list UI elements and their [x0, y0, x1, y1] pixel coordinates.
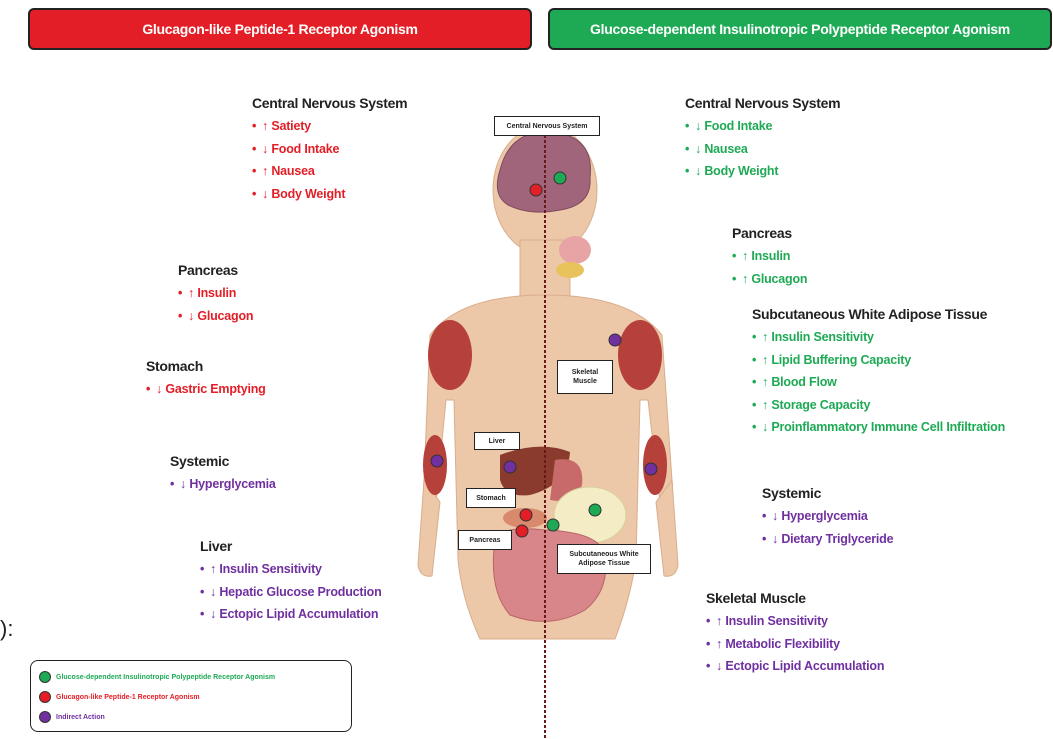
right-pancreas-group: Pancreas ↑ Insulin ↑ Glucagon — [732, 225, 807, 290]
skeletal-muscle-tag: Skeletal Muscle — [557, 360, 613, 394]
group-title: Central Nervous System — [685, 95, 840, 111]
effect-item: ↓ Hyperglycemia — [170, 473, 276, 496]
left-systemic-group: Systemic ↓ Hyperglycemia — [170, 453, 276, 496]
muscle-indirect-dot-right-arm — [645, 463, 657, 475]
group-title: Pancreas — [178, 262, 253, 278]
effect-item: ↑ Blood Flow — [752, 371, 1005, 394]
adipose-gip-dot — [589, 504, 601, 516]
group-title: Pancreas — [732, 225, 807, 241]
human-body-illustration — [400, 100, 700, 739]
effect-item: ↓ Nausea — [685, 138, 840, 161]
effect-item: ↓ Glucagon — [178, 305, 253, 328]
gip-banner: Glucose-dependent Insulinotropic Polypep… — [548, 8, 1052, 50]
effect-item: ↓ Hyperglycemia — [762, 505, 893, 528]
cns-gip-dot — [554, 172, 566, 184]
right-muscle-group: Skeletal Muscle ↑ Insulin Sensitivity ↑ … — [706, 590, 884, 678]
left-cns-group: Central Nervous System ↑ Satiety ↓ Food … — [252, 95, 407, 205]
effect-item: ↓ Hepatic Glucose Production — [200, 581, 382, 604]
effect-item: ↑ Nausea — [252, 160, 407, 183]
effect-item: ↑ Insulin — [178, 282, 253, 305]
muscle-indirect-dot-left-arm — [431, 455, 443, 467]
left-shoulder-muscle — [428, 320, 472, 390]
effect-item: ↓ Proinflammatory Immune Cell Infiltrati… — [752, 416, 1005, 439]
liver-indirect-dot — [504, 461, 516, 473]
effect-item: ↓ Ectopic Lipid Accumulation — [706, 655, 884, 678]
effect-item: ↓ Gastric Emptying — [146, 378, 266, 401]
cns-glp1-dot — [530, 184, 542, 196]
adipose-tag: Subcutaneous White Adipose Tissue — [557, 544, 651, 574]
legend-box: Glucose-dependent Insulinotropic Polypep… — [30, 660, 352, 732]
group-title: Subcutaneous White Adipose Tissue — [752, 306, 1005, 322]
group-title: Systemic — [762, 485, 893, 501]
muscle-indirect-dot-upper — [609, 334, 621, 346]
pancreas-tag: Pancreas — [458, 530, 512, 550]
thyroid-shape — [559, 236, 591, 264]
effect-item: ↑ Insulin Sensitivity — [200, 558, 382, 581]
legend-label: Glucagon-like Peptide-1 Receptor Agonism — [56, 694, 200, 701]
effect-item: ↓ Body Weight — [252, 183, 407, 206]
legend-row-glp1: Glucagon-like Peptide-1 Receptor Agonism — [39, 687, 343, 707]
stray-punctuation: ): — [0, 616, 13, 642]
effect-item: ↑ Lipid Buffering Capacity — [752, 349, 1005, 372]
effect-item: ↓ Food Intake — [685, 115, 840, 138]
legend-red-dot — [39, 691, 51, 703]
stomach-glp1-dot — [520, 509, 532, 521]
right-systemic-group: Systemic ↓ Hyperglycemia ↓ Dietary Trigl… — [762, 485, 893, 550]
group-title: Liver — [200, 538, 382, 554]
legend-row-indirect: Indirect Action — [39, 707, 343, 727]
liver-tag: Liver — [474, 432, 520, 450]
effect-item: ↓ Ectopic Lipid Accumulation — [200, 603, 382, 626]
stomach-tag: Stomach — [466, 488, 516, 508]
effect-item: ↑ Insulin Sensitivity — [706, 610, 884, 633]
left-liver-group: Liver ↑ Insulin Sensitivity ↓ Hepatic Gl… — [200, 538, 382, 626]
legend-label: Indirect Action — [56, 714, 105, 721]
left-stomach-group: Stomach ↓ Gastric Emptying — [146, 358, 266, 401]
legend-purple-dot — [39, 711, 51, 723]
effect-item: ↓ Dietary Triglyceride — [762, 528, 893, 551]
legend-green-dot — [39, 671, 51, 683]
effect-item: ↑ Storage Capacity — [752, 394, 1005, 417]
group-title: Systemic — [170, 453, 276, 469]
effect-item: ↑ Insulin Sensitivity — [752, 326, 1005, 349]
right-shoulder-muscle — [618, 320, 662, 390]
right-cns-group: Central Nervous System ↓ Food Intake ↓ N… — [685, 95, 840, 183]
legend-label: Glucose-dependent Insulinotropic Polypep… — [56, 674, 275, 681]
group-title: Skeletal Muscle — [706, 590, 884, 606]
salivary-shape — [556, 262, 584, 278]
group-title: Stomach — [146, 358, 266, 374]
cns-tag: Central Nervous System — [494, 116, 600, 136]
legend-row-gip: Glucose-dependent Insulinotropic Polypep… — [39, 667, 343, 687]
right-adipose-group: Subcutaneous White Adipose Tissue ↑ Insu… — [752, 306, 1005, 439]
pancreas-gip-dot — [547, 519, 559, 531]
effect-item: ↑ Metabolic Flexibility — [706, 633, 884, 656]
effect-item: ↑ Glucagon — [732, 268, 807, 291]
group-title: Central Nervous System — [252, 95, 407, 111]
effect-item: ↑ Satiety — [252, 115, 407, 138]
effect-item: ↑ Insulin — [732, 245, 807, 268]
left-pancreas-group: Pancreas ↑ Insulin ↓ Glucagon — [178, 262, 253, 327]
glp1-banner: Glucagon-like Peptide-1 Receptor Agonism — [28, 8, 532, 50]
pancreas-glp1-dot — [516, 525, 528, 537]
effect-item: ↓ Food Intake — [252, 138, 407, 161]
effect-item: ↓ Body Weight — [685, 160, 840, 183]
